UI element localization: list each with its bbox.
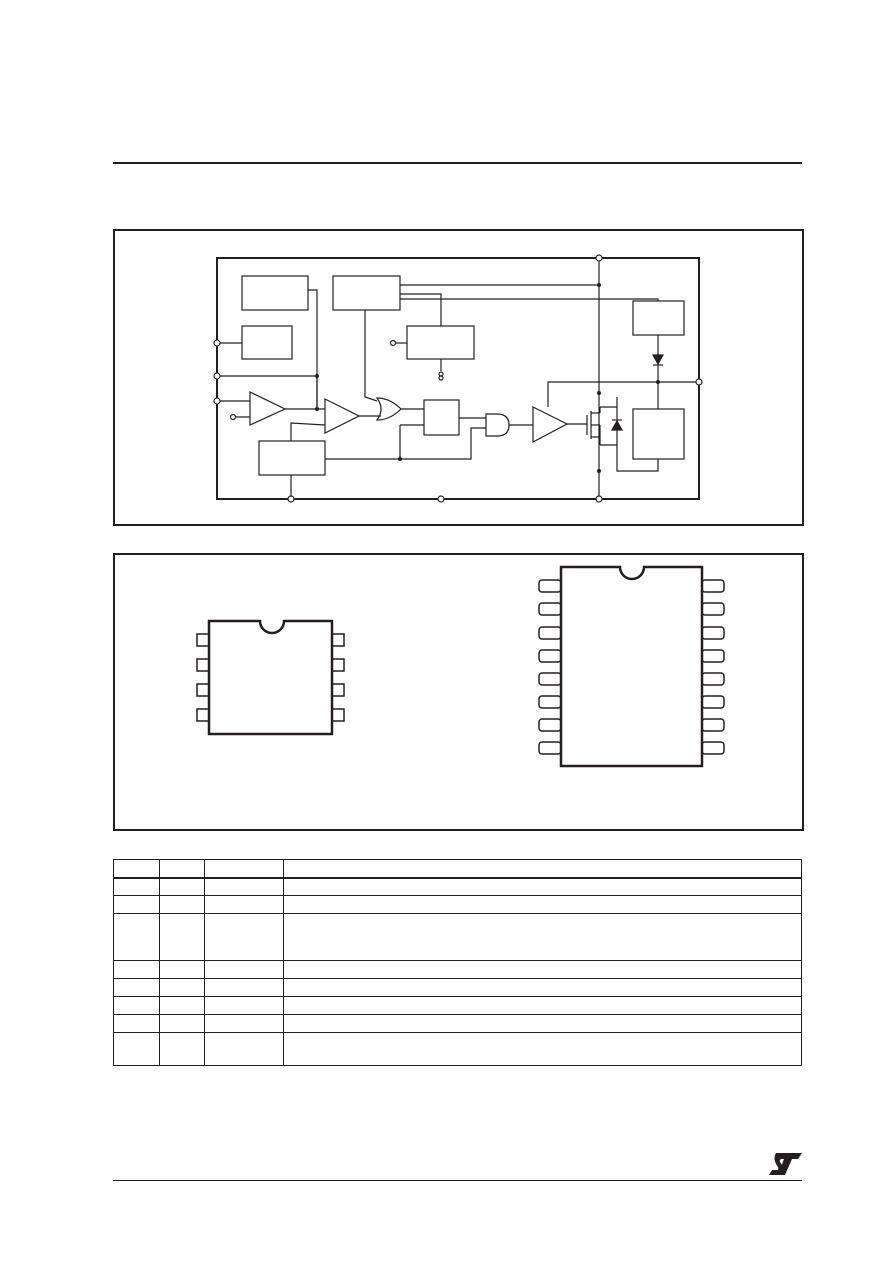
header-rule xyxy=(113,162,802,164)
table-cell xyxy=(283,1032,802,1066)
table-row xyxy=(113,1014,802,1033)
block-protection xyxy=(632,408,685,460)
block-diagram-panel xyxy=(113,229,804,526)
table-cell xyxy=(113,960,160,979)
table-cell xyxy=(283,895,802,914)
table-row xyxy=(113,996,802,1015)
comparator-icon xyxy=(324,398,361,434)
st-logo-icon xyxy=(769,1153,802,1175)
table-cell xyxy=(159,877,205,896)
table-cell xyxy=(283,978,802,997)
table-cell xyxy=(113,1014,160,1033)
table-cell xyxy=(283,1014,802,1033)
table-cell xyxy=(204,877,284,896)
table-cell xyxy=(113,978,160,997)
table-cell xyxy=(204,996,284,1015)
table-cell xyxy=(283,996,802,1015)
pin-node xyxy=(595,495,603,503)
table-cell xyxy=(159,895,205,914)
block-oscillator xyxy=(241,275,309,311)
table-cell xyxy=(113,913,160,961)
pin-node-gnd xyxy=(437,495,445,503)
table-row xyxy=(113,978,802,997)
pin-function-table xyxy=(113,859,802,1066)
table-cell xyxy=(204,960,284,979)
table-cell xyxy=(113,996,160,1015)
header-cell xyxy=(204,859,284,878)
table-cell xyxy=(159,960,205,979)
table-row xyxy=(113,877,802,896)
block-current-sense xyxy=(258,440,326,476)
package-panel xyxy=(113,553,804,831)
table-cell xyxy=(204,895,284,914)
table-header-row xyxy=(113,859,802,878)
header-cell xyxy=(283,859,802,878)
pin-node-output xyxy=(695,378,703,386)
so16-right-pins xyxy=(701,579,725,755)
block-softstart xyxy=(406,325,475,360)
or-gate-icon xyxy=(375,397,402,421)
pin-node xyxy=(229,413,237,421)
and-gate-icon xyxy=(485,413,510,437)
table-cell xyxy=(159,996,205,1015)
driver-icon xyxy=(532,406,569,443)
table-cell xyxy=(159,978,205,997)
block-logic xyxy=(332,275,401,311)
footer-rule xyxy=(113,1180,802,1181)
package-drawings xyxy=(196,565,725,768)
table-cell xyxy=(204,913,284,961)
pin-node xyxy=(389,339,397,347)
table-cell xyxy=(159,1014,205,1033)
comparator-icon xyxy=(249,391,287,426)
pin-node xyxy=(213,397,221,405)
block-reference xyxy=(241,325,293,360)
pin-node xyxy=(213,372,221,380)
table-cell xyxy=(283,913,802,961)
so16-package-icon xyxy=(538,565,725,768)
table-cell xyxy=(204,978,284,997)
table-row xyxy=(113,895,802,914)
ground-icon xyxy=(438,371,444,381)
table-cell xyxy=(204,1032,284,1066)
diode-icon xyxy=(651,354,665,366)
pin-node xyxy=(287,495,295,503)
header-cell xyxy=(159,859,205,878)
table-cell xyxy=(113,895,160,914)
table-cell xyxy=(113,877,160,896)
so16-left-pins xyxy=(538,579,562,755)
table-row xyxy=(113,913,802,961)
pin-node-vcc xyxy=(595,254,603,262)
block-flipflop xyxy=(423,399,460,436)
table-cell xyxy=(283,877,802,896)
block-diagram xyxy=(213,254,703,503)
table-cell xyxy=(283,960,802,979)
dip8-right-pins xyxy=(331,633,345,722)
mosfet-icon xyxy=(567,406,624,446)
table-cell xyxy=(159,1032,205,1066)
pin-node xyxy=(213,339,221,347)
table-row xyxy=(113,960,802,979)
table-cell xyxy=(204,1014,284,1033)
table-cell xyxy=(113,1032,160,1066)
table-cell xyxy=(159,913,205,961)
header-cell xyxy=(113,859,160,878)
dip8-package-icon xyxy=(196,619,345,736)
dip8-left-pins xyxy=(196,633,210,722)
block-charge-pump xyxy=(632,300,685,336)
table-row xyxy=(113,1032,802,1066)
ic-boundary xyxy=(216,257,700,500)
